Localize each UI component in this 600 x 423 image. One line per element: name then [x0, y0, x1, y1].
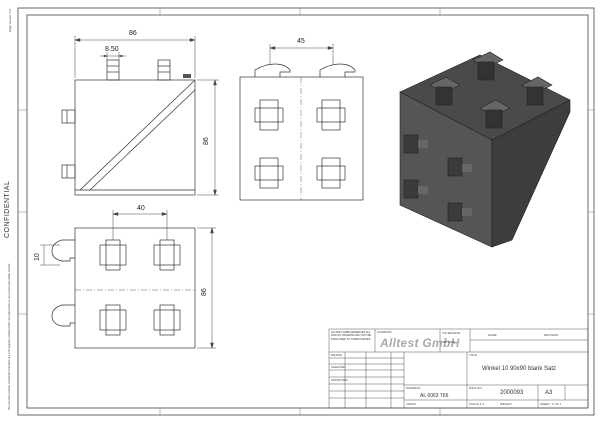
dwg-no-label: DWG NO. — [469, 386, 483, 390]
name-label: NAME — [488, 333, 497, 337]
confidential-label: CONFIDENTIAL — [4, 180, 11, 238]
side-view-dims — [269, 44, 334, 64]
sheet-value: 1 OF 1 — [552, 402, 562, 406]
copyright-note: ALLTEST GMBH RESERVES ALL RIGHTS. DRAWIN… — [331, 331, 372, 341]
tolerance-value: ISO 2768 — [442, 340, 455, 344]
side-view — [239, 63, 364, 201]
scale-value: 1:1 — [480, 402, 485, 406]
top-view-dims — [74, 36, 219, 196]
weight-label: WEIGHT — [500, 402, 512, 406]
sheet-label: SHEET — [540, 402, 551, 406]
drawing-title: Winkel 10 90x90 blank Satz — [482, 366, 557, 372]
material-label: MATERIAL — [406, 386, 421, 390]
outer-border — [17, 7, 595, 416]
sheet-size: A3 — [545, 390, 553, 396]
title-block-grid — [328, 328, 589, 409]
scale-label: SCALE — [469, 402, 479, 406]
drawn-label: DRAWN — [331, 353, 343, 357]
dim-front-left: 10 — [34, 253, 41, 261]
side-disclaimer: This document contains confidential info… — [8, 263, 11, 410]
dim-side-width: 45 — [297, 38, 305, 45]
inner-border — [26, 14, 589, 409]
dwg-no-value: 2000093 — [500, 390, 524, 396]
dim-top-slot: 8.50 — [105, 46, 119, 53]
title-label: TITLE — [469, 353, 478, 357]
front-view — [51, 227, 196, 349]
company-logo: Alltest GmbH — [380, 336, 460, 350]
top-view — [61, 59, 196, 196]
revision-label: REVISION — [544, 333, 559, 337]
dim-front-height: 86 — [201, 288, 208, 296]
dim-top-width: 86 — [129, 30, 137, 37]
page-version-note: Page Version 1.0 — [8, 9, 12, 32]
zone-ticks — [18, 8, 594, 415]
checked-label: CHECKED — [331, 365, 346, 369]
isometric-view — [399, 51, 571, 248]
dim-top-height: 86 — [203, 137, 210, 145]
material-value: AL 6063 T66 — [420, 393, 449, 399]
approved-label: APPROVED — [331, 378, 348, 382]
front-view-dims — [40, 210, 216, 349]
company-label: COMPANY — [377, 330, 392, 334]
tolerance-label: TOLERANCE — [442, 331, 461, 335]
finish-label: FINISH — [406, 402, 416, 406]
dim-front-spacing: 40 — [137, 205, 145, 212]
